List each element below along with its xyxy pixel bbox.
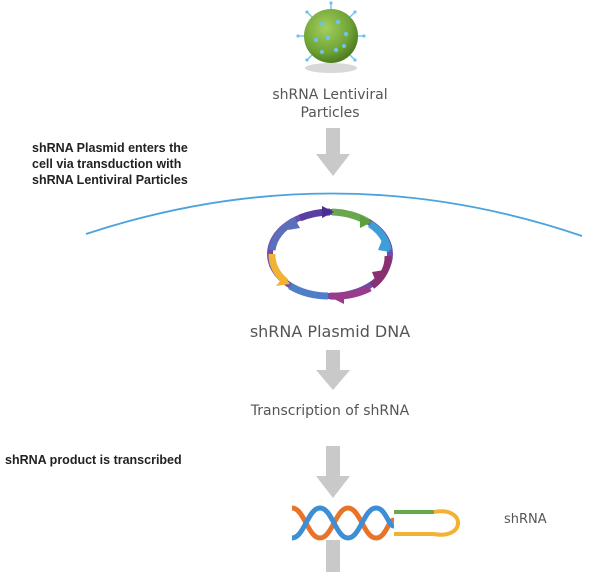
particle-label-line1: shRNA Lentiviral [272, 87, 388, 103]
plasmid-ring-icon [267, 206, 393, 304]
down-arrow-icon [316, 128, 350, 176]
particle-label-line2: Particles [300, 105, 360, 121]
down-arrow-tail [326, 540, 340, 572]
lentiviral-particle-icon [296, 1, 366, 73]
shrna-hairpin-icon [291, 505, 460, 541]
transcribed-note: shRNA product is transcribed [5, 453, 182, 467]
cell-membrane-arc [85, 192, 583, 237]
transduction-note-line1: shRNA Plasmid enters the [32, 141, 188, 155]
down-arrow-icon [316, 446, 350, 498]
shrna-label: shRNA [504, 512, 547, 527]
transduction-note-line2: cell via transduction with [32, 157, 182, 171]
down-arrow-icon [316, 350, 350, 390]
transduction-note: shRNA Plasmid enters the cell via transd… [32, 140, 188, 188]
particle-label: shRNA Lentiviral Particles [230, 86, 430, 122]
transcription-label: Transcription of shRNA [250, 403, 410, 419]
plasmid-label: shRNA Plasmid DNA [249, 322, 411, 341]
transduction-note-line3: shRNA Lentiviral Particles [32, 173, 188, 187]
